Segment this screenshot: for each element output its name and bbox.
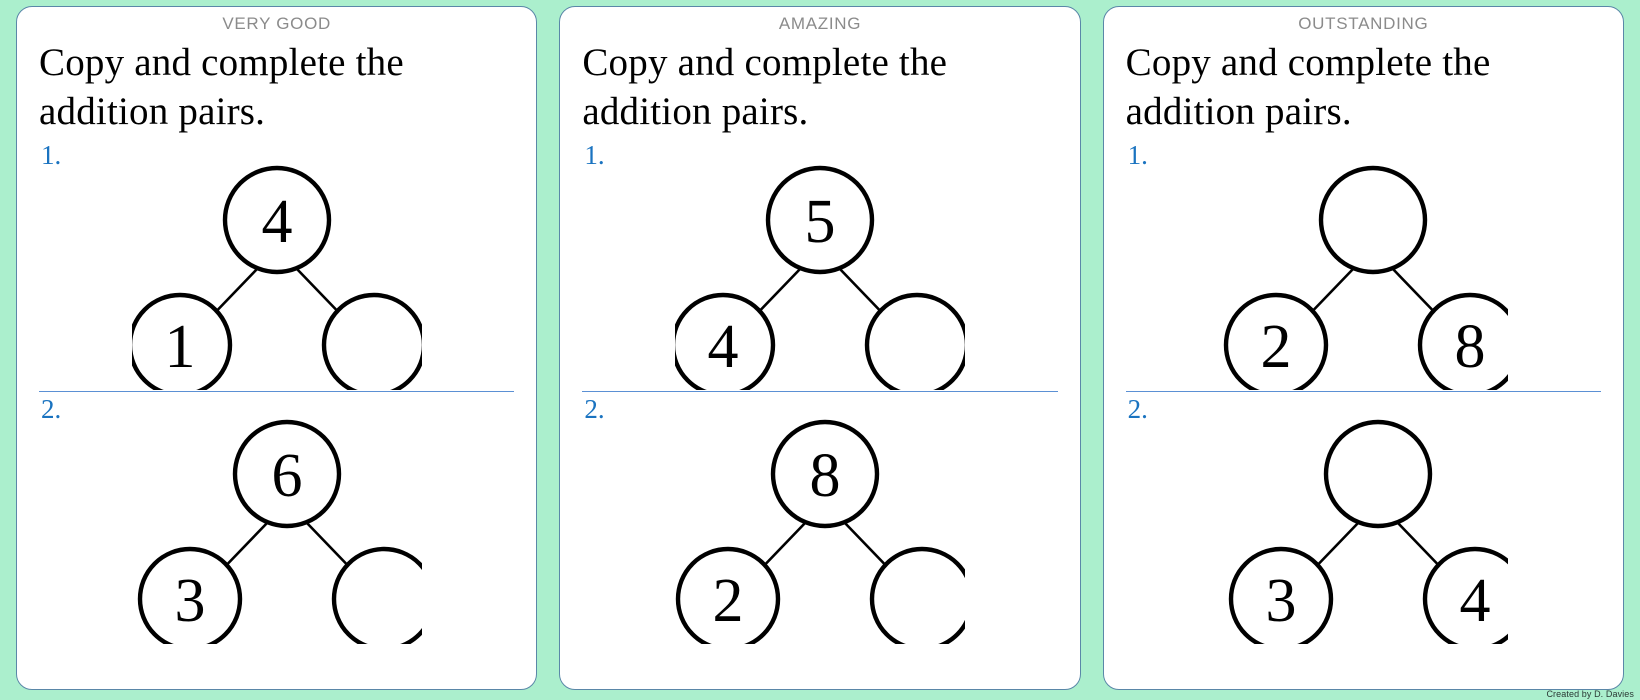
card-title: Copy and complete the addition pairs.	[582, 41, 948, 134]
part-whole-diagram: 8 2	[560, 392, 1079, 645]
addition-pair-svg: 5 4	[674, 166, 965, 391]
part-left-circle[interactable]	[1224, 293, 1329, 391]
part-whole-diagram: 6 3	[17, 392, 536, 645]
part-left-circle[interactable]	[674, 293, 776, 391]
part-left-value: 1	[164, 313, 195, 381]
part-whole-diagram: 2 8	[1104, 138, 1623, 391]
question-number: 2.	[584, 394, 605, 425]
credit-text: Created by D. Davies	[1546, 689, 1634, 699]
whole-circle[interactable]	[765, 166, 875, 275]
question-item: 1. 2 8	[1104, 138, 1623, 391]
question-divider	[39, 391, 515, 393]
question-list: 1. 4 1 2.	[17, 138, 536, 645]
question-divider	[1125, 391, 1601, 393]
question-number: 2.	[41, 394, 62, 425]
part-left-value: 2	[1261, 313, 1292, 381]
question-item: 2. 3 4	[1104, 392, 1623, 645]
part-left-value: 4	[707, 313, 738, 381]
worksheet-card-very-good: VERY GOOD Copy and complete the addition…	[16, 6, 538, 690]
question-item: 2. 8 2	[560, 392, 1079, 645]
card-title: Copy and complete the addition pairs.	[1125, 41, 1491, 134]
whole-circle[interactable]	[770, 420, 880, 529]
part-left-value: 2	[712, 567, 743, 635]
addition-pair-svg: 8 2	[675, 420, 965, 645]
whole-circle[interactable]	[1319, 166, 1428, 275]
question-divider	[582, 391, 1058, 393]
part-right-value: 8	[1455, 313, 1486, 381]
part-left-value: 3	[174, 567, 205, 635]
addition-pair-svg: 4 1	[131, 166, 422, 391]
whole-value: 4	[261, 188, 292, 256]
part-right-value: 4	[1460, 567, 1491, 635]
card-title: Copy and complete the addition pairs.	[39, 41, 404, 134]
card-award-label: OUTSTANDING	[1298, 14, 1429, 33]
question-item: 1. 4 1	[17, 138, 536, 391]
part-right-circle[interactable]	[1423, 547, 1509, 645]
addition-pair-svg: 6 3	[137, 420, 422, 645]
part-right-circle[interactable]	[321, 293, 422, 391]
part-left-circle[interactable]	[675, 547, 781, 645]
part-left-circle[interactable]	[137, 547, 242, 645]
question-number: 1.	[1127, 140, 1148, 171]
card-award-label: AMAZING	[778, 14, 862, 33]
worksheet-card-outstanding: OUTSTANDING Copy and complete the additi…	[1102, 6, 1624, 690]
whole-value: 5	[804, 188, 835, 256]
addition-pair-svg: 3 4	[1229, 420, 1509, 645]
addition-pair-svg: 2 8	[1224, 166, 1509, 391]
whole-circle[interactable]	[1324, 420, 1433, 529]
part-left-circle[interactable]	[1229, 547, 1334, 645]
part-whole-diagram: 3 4	[1104, 392, 1623, 645]
question-item: 1. 5 4	[560, 138, 1079, 391]
part-left-circle[interactable]	[131, 293, 232, 391]
question-item: 2. 6 3	[17, 392, 536, 645]
part-right-circle[interactable]	[864, 293, 965, 391]
whole-circle[interactable]	[222, 166, 331, 275]
part-whole-diagram: 5 4	[560, 138, 1079, 391]
part-right-circle[interactable]	[869, 547, 965, 645]
part-left-value: 3	[1266, 567, 1297, 635]
question-list: 1. 5 4 2.	[560, 138, 1079, 645]
part-right-circle[interactable]	[331, 547, 422, 645]
whole-value: 8	[809, 442, 840, 510]
card-award-label: VERY GOOD	[222, 14, 331, 33]
question-list: 1. 2 8 2.	[1104, 138, 1623, 645]
whole-circle[interactable]	[232, 420, 341, 529]
question-number: 2.	[1127, 394, 1148, 425]
part-whole-diagram: 4 1	[17, 138, 536, 391]
whole-value: 6	[271, 442, 302, 510]
worksheet-card-amazing: AMAZING Copy and complete the addition p…	[559, 6, 1081, 690]
part-right-circle[interactable]	[1418, 293, 1509, 391]
question-number: 1.	[584, 140, 605, 171]
question-number: 1.	[41, 140, 62, 171]
